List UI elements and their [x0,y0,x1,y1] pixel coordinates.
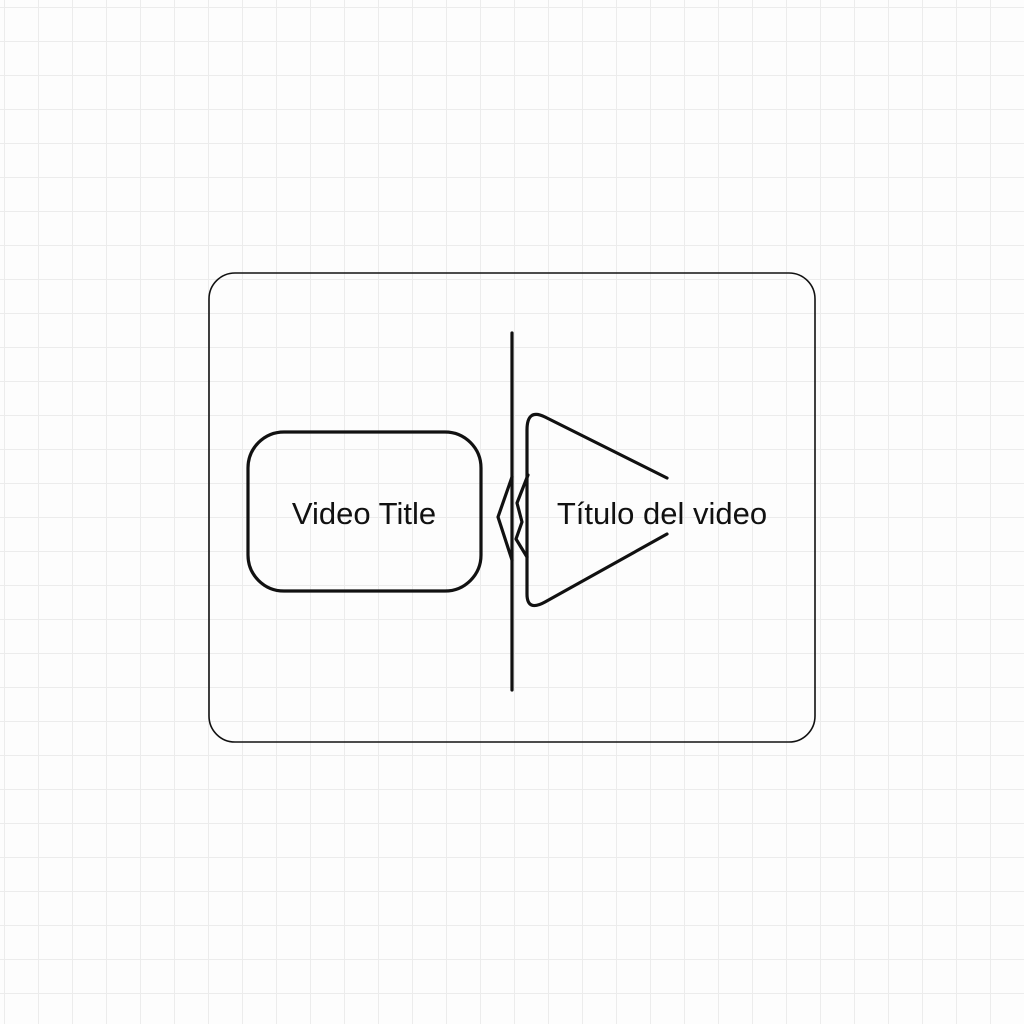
translated-title-arrow [525,412,669,608]
tear-mark-left [496,475,514,562]
source-title-box [246,430,483,593]
tear-mark-right [514,473,530,559]
translated-title-label: Título del video [557,496,767,531]
outer-frame [208,272,816,743]
source-title-label: Video Title [292,496,436,531]
